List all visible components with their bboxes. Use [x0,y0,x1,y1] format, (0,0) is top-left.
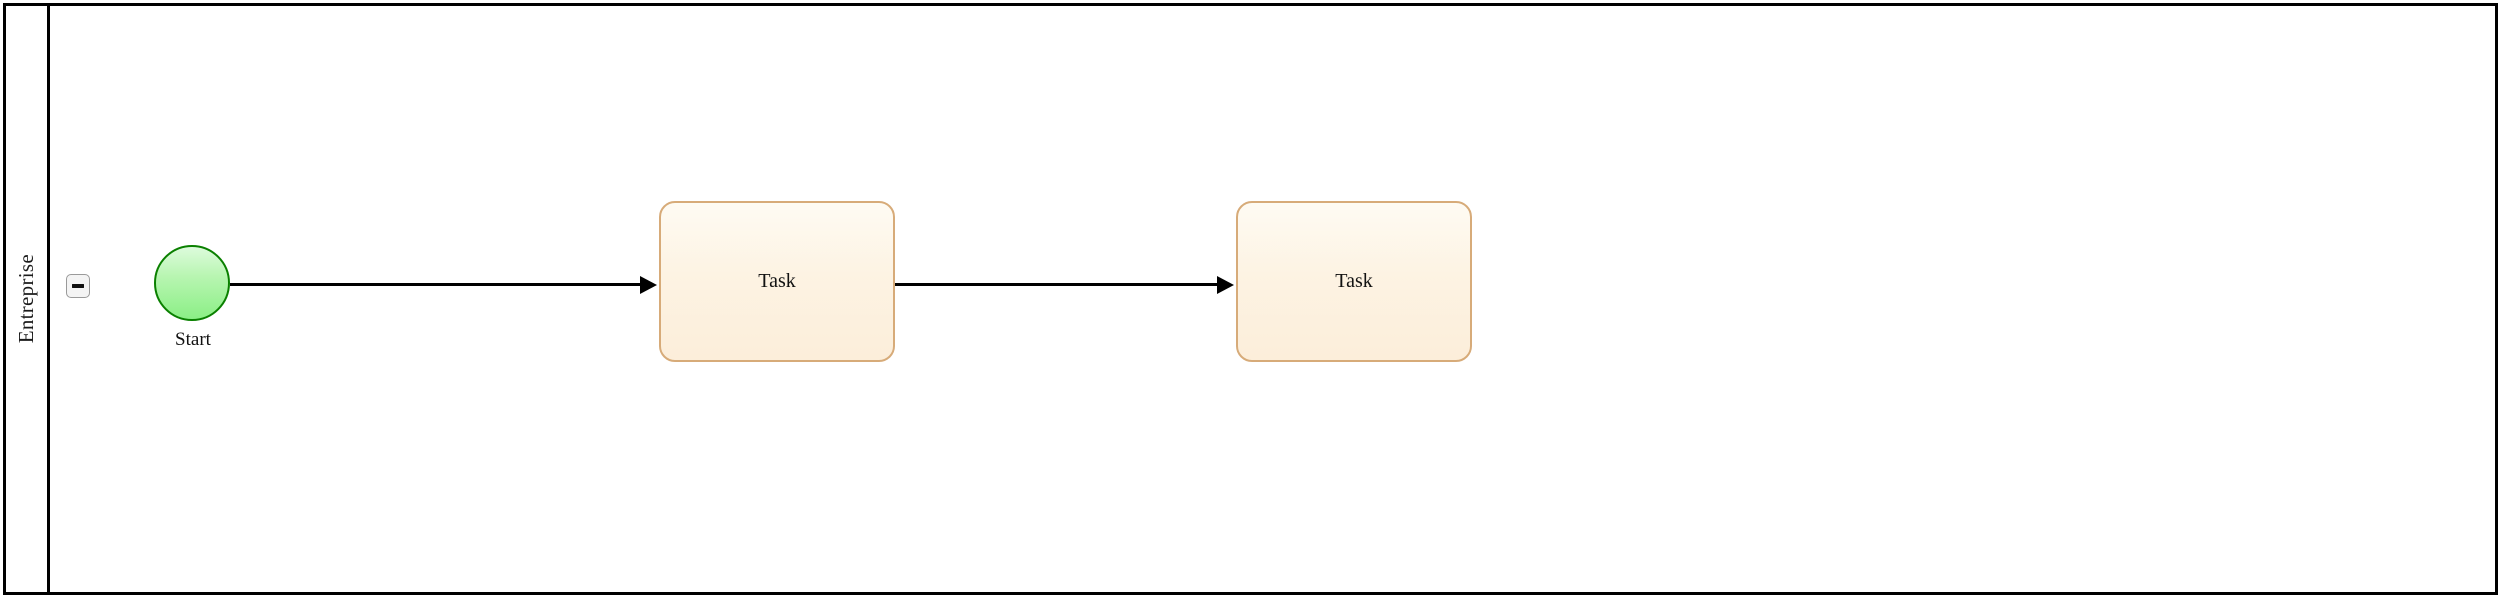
pool-header[interactable]: Entreprise [6,6,50,592]
sequence-flow-arrowhead-1 [640,276,657,294]
start-event-group: Start [154,245,236,375]
pool-entreprise[interactable]: Entreprise Start Task Task [3,3,2498,595]
task-node-2[interactable]: Task [1236,201,1472,362]
collapse-toggle-button[interactable] [66,274,90,298]
start-event-label: Start [175,329,211,350]
task-node-1[interactable]: Task [659,201,895,362]
task-label: Task [1335,270,1373,292]
sequence-flow-arrowhead-2 [1217,276,1234,294]
start-event-circle[interactable] [154,245,230,321]
sequence-flow-task1-to-task2[interactable] [895,283,1217,286]
task-label: Task [758,270,796,292]
pool-body: Start Task Task [50,6,2495,592]
minus-icon [72,284,84,288]
sequence-flow-start-to-task1[interactable] [230,283,640,286]
pool-name-label: Entreprise [14,254,38,344]
